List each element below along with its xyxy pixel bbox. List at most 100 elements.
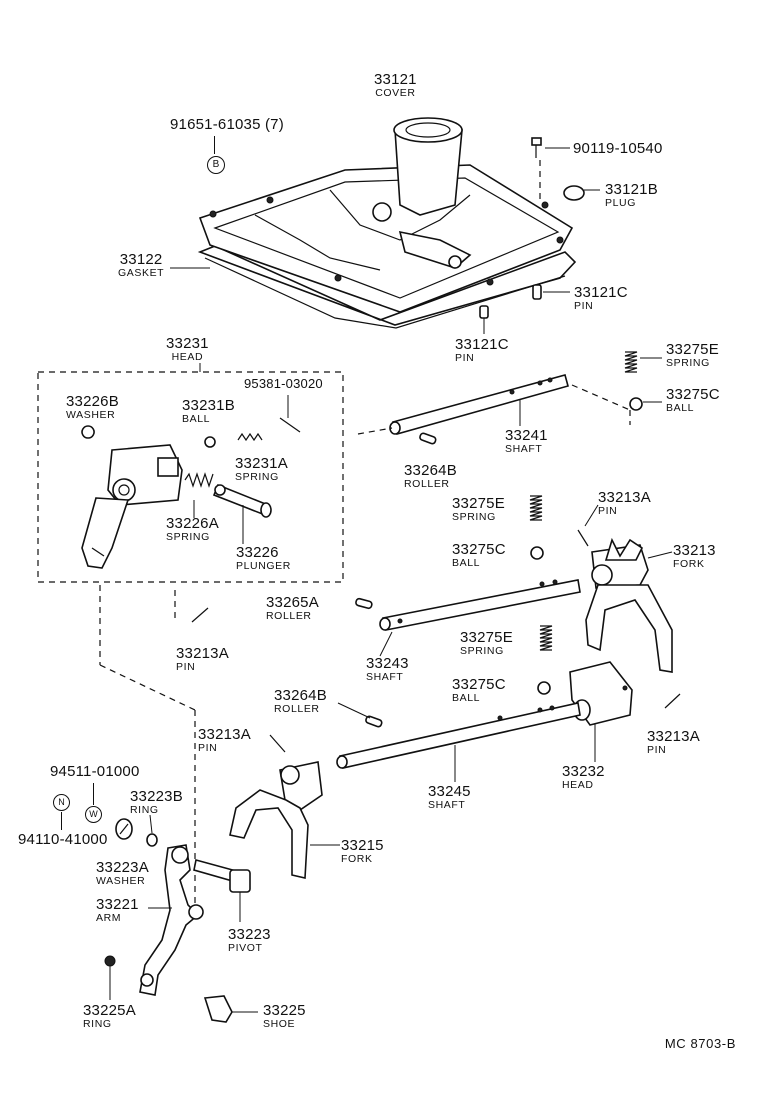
- pin-95381-drawing: [279, 395, 301, 433]
- spring-33231a-drawing: [237, 432, 263, 442]
- pin-33213a-right-drawing: [664, 693, 681, 709]
- shaft-33245-drawing: [336, 702, 581, 782]
- leader-line: [61, 812, 62, 830]
- callout-pin-c-right: 33121C PIN: [574, 285, 628, 312]
- part-name: BALL: [182, 413, 211, 425]
- part-name: GASKET: [118, 267, 165, 279]
- part-number: 33121C: [455, 336, 509, 353]
- pin-c-right-drawing: [532, 284, 570, 300]
- callout-shoe-33225: 33225 SHOE: [263, 1003, 306, 1030]
- part-name: SPRING: [460, 645, 504, 657]
- part-number: 95381-03020: [244, 376, 323, 391]
- callout-roller-33264b-top: 33264B ROLLER: [404, 463, 457, 490]
- part-name: FORK: [341, 853, 373, 865]
- part-name: PIN: [455, 352, 475, 364]
- part-number: 33243: [366, 655, 409, 672]
- callout-shaft-33241: 33241 SHAFT: [505, 428, 548, 455]
- part-name: PLUNGER: [236, 560, 291, 572]
- gasket-drawing: [197, 245, 577, 329]
- symbol-letter: W: [89, 809, 98, 819]
- part-number: 33215: [341, 837, 384, 854]
- part-number: 33225: [263, 1002, 306, 1019]
- part-name: PIN: [176, 661, 196, 673]
- part-name: HEAD: [171, 351, 204, 363]
- washer-33223a-drawing: [115, 818, 133, 840]
- callout-bolt: 90119-10540: [573, 141, 663, 157]
- callout-shaft-33245: 33245 SHAFT: [428, 784, 471, 811]
- callout-spring-33275e-low: 33275E SPRING: [460, 630, 513, 657]
- part-number: 33225A: [83, 1002, 136, 1019]
- plunger-33226-drawing: [212, 483, 272, 518]
- ball-33231b-drawing: [204, 436, 216, 448]
- ball-33275c-low-drawing: [537, 681, 551, 695]
- part-name: SHAFT: [428, 799, 466, 811]
- part-name: FORK: [673, 558, 705, 570]
- part-number: 33122: [119, 251, 163, 268]
- part-name: SPRING: [235, 471, 279, 483]
- part-number: 33275E: [452, 495, 505, 512]
- callout-roller-33264b-low: 33264B ROLLER: [274, 688, 327, 715]
- part-number: 33221: [96, 896, 139, 913]
- roller-33265a-drawing: [355, 597, 373, 610]
- part-number: 33264B: [274, 687, 327, 704]
- callout-ball-33275c-top: 33275C BALL: [666, 387, 720, 414]
- part-number: 94511-01000: [50, 763, 140, 780]
- part-name: ROLLER: [266, 610, 312, 622]
- spring-33226a-drawing: [184, 472, 214, 488]
- callout-plunger: 33226 PLUNGER: [236, 545, 291, 572]
- callout-bolt-spec: 91651-61035 (7): [170, 117, 284, 133]
- part-number: 33245: [428, 783, 471, 800]
- pin-33213a-lower-drawing: [269, 734, 286, 753]
- callout-pin-33213a-fork-top: 33213A PIN: [598, 490, 651, 517]
- part-number: 33275E: [666, 341, 719, 358]
- part-name: BALL: [452, 557, 481, 569]
- callout-pivot-33223: 33223 PIVOT: [228, 927, 271, 954]
- bolt-drawing: [531, 137, 570, 158]
- part-number: 33223B: [130, 788, 183, 805]
- callout-fork-33213: 33213 FORK: [673, 543, 716, 570]
- plug-drawing: [563, 185, 600, 201]
- part-name: SPRING: [452, 511, 496, 523]
- callout-spring-33275e-top: 33275E SPRING: [666, 342, 719, 369]
- head-33231-drawing: [81, 444, 183, 569]
- pin-33213a-left-drawing: [191, 607, 209, 623]
- part-number: 33241: [505, 427, 548, 444]
- callout-pin-c-center: 33121C PIN: [455, 337, 509, 364]
- part-number: 33213A: [176, 645, 229, 662]
- part-number: 33223A: [96, 859, 149, 876]
- part-name: PLUG: [605, 197, 636, 209]
- part-name: PIVOT: [228, 942, 263, 954]
- callout-spec-94511: 94511-01000: [50, 764, 140, 780]
- callout-arm-33221: 33221 ARM: [96, 897, 139, 924]
- leader-line: [214, 136, 215, 154]
- part-number: 33231B: [182, 397, 235, 414]
- callout-pin-33213a-lower: 33213A PIN: [198, 727, 251, 754]
- part-number: 33232: [562, 763, 605, 780]
- part-name: SHOE: [263, 1018, 296, 1030]
- part-name: PIN: [598, 505, 618, 517]
- symbol-w-icon: W: [85, 806, 102, 823]
- part-number: 33213A: [598, 489, 651, 506]
- callout-gasket: 33122 GASKET: [118, 252, 164, 279]
- part-name: SHAFT: [505, 443, 543, 455]
- part-name: RING: [130, 804, 159, 816]
- ball-33275c-mid-drawing: [530, 546, 544, 560]
- part-number: 91651-61035 (7): [170, 116, 284, 133]
- ring-33223b-drawing: [146, 833, 158, 847]
- callout-cover: 33121 COVER: [374, 72, 417, 99]
- fork-33215-drawing: [229, 761, 340, 879]
- callout-roller-33265a: 33265A ROLLER: [266, 595, 319, 622]
- symbol-b-icon: B: [207, 156, 225, 174]
- part-name: COVER: [375, 87, 416, 99]
- pin-c-center-drawing: [479, 305, 489, 334]
- part-name: SPRING: [166, 531, 210, 543]
- part-number: 94110-41000: [18, 831, 108, 848]
- part-number: 33121B: [605, 181, 658, 198]
- pivot-33223-drawing: [193, 859, 251, 922]
- part-name: ROLLER: [404, 478, 450, 490]
- leader-line: [93, 783, 94, 805]
- roller-33264b-low-drawing: [337, 702, 383, 728]
- arm-33221-drawing: [139, 844, 204, 996]
- part-number: 33275C: [452, 676, 506, 693]
